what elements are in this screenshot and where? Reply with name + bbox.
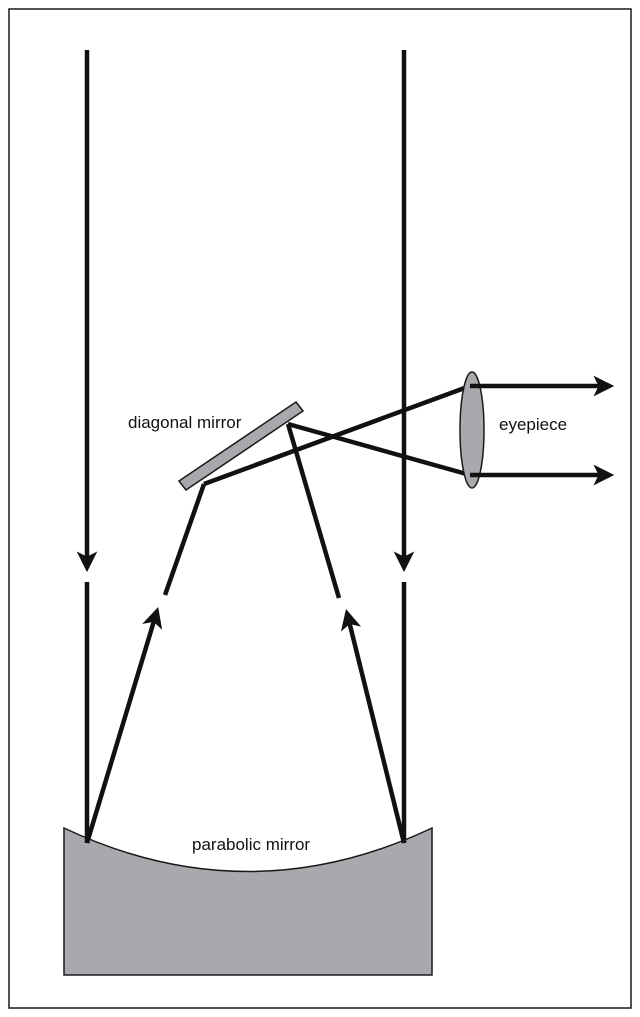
diagonal-mirror-label: diagonal mirror — [128, 413, 242, 432]
diagonal-mirror — [177, 400, 305, 492]
eyepiece-lens — [459, 371, 485, 489]
diagram-frame — [8, 8, 632, 1009]
diagonal-to-eyepiece-ray-left — [203, 383, 471, 487]
reflected-ray-right-upper — [285, 423, 342, 599]
diagonal-to-eyepiece-ray-right — [287, 421, 471, 478]
reflected-ray-left-upper — [162, 483, 207, 596]
reflected-ray-left-lower — [84, 607, 163, 844]
reflected-ray-right-lower — [340, 608, 407, 844]
eyepiece-label: eyepiece — [499, 415, 567, 434]
parabolic-mirror — [63, 826, 433, 976]
parabolic-mirror-label: parabolic mirror — [192, 835, 310, 854]
